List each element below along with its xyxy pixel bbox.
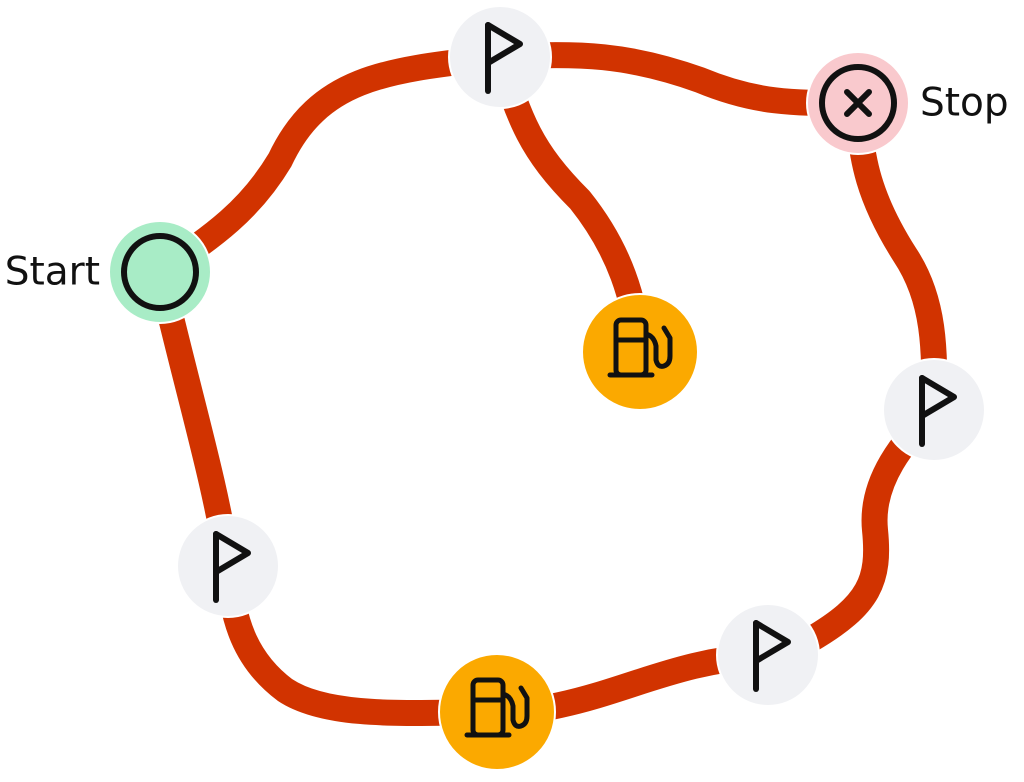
start-node: [108, 220, 212, 324]
route-edge-flag-top-stop: [487, 41, 871, 117]
fuel-bg: [581, 293, 699, 411]
circle-icon: [121, 233, 199, 311]
route-edge-start-flag-top: [147, 44, 513, 285]
start-label: Start: [5, 250, 100, 295]
waypoint-flag-right: [882, 358, 986, 462]
waypoint-flag-left: [176, 514, 280, 618]
fuel-stop-center: [581, 293, 699, 411]
waypoint-flag-bottom-right: [716, 603, 820, 707]
waypoint-flag-top: [448, 5, 552, 109]
close-circle-icon: [819, 64, 897, 142]
stop-node: [806, 51, 910, 155]
fuel-bg: [438, 653, 556, 771]
stop-label: Stop: [920, 81, 1009, 126]
fuel-stop-bottom: [438, 653, 556, 771]
route-edges: [147, 41, 948, 726]
